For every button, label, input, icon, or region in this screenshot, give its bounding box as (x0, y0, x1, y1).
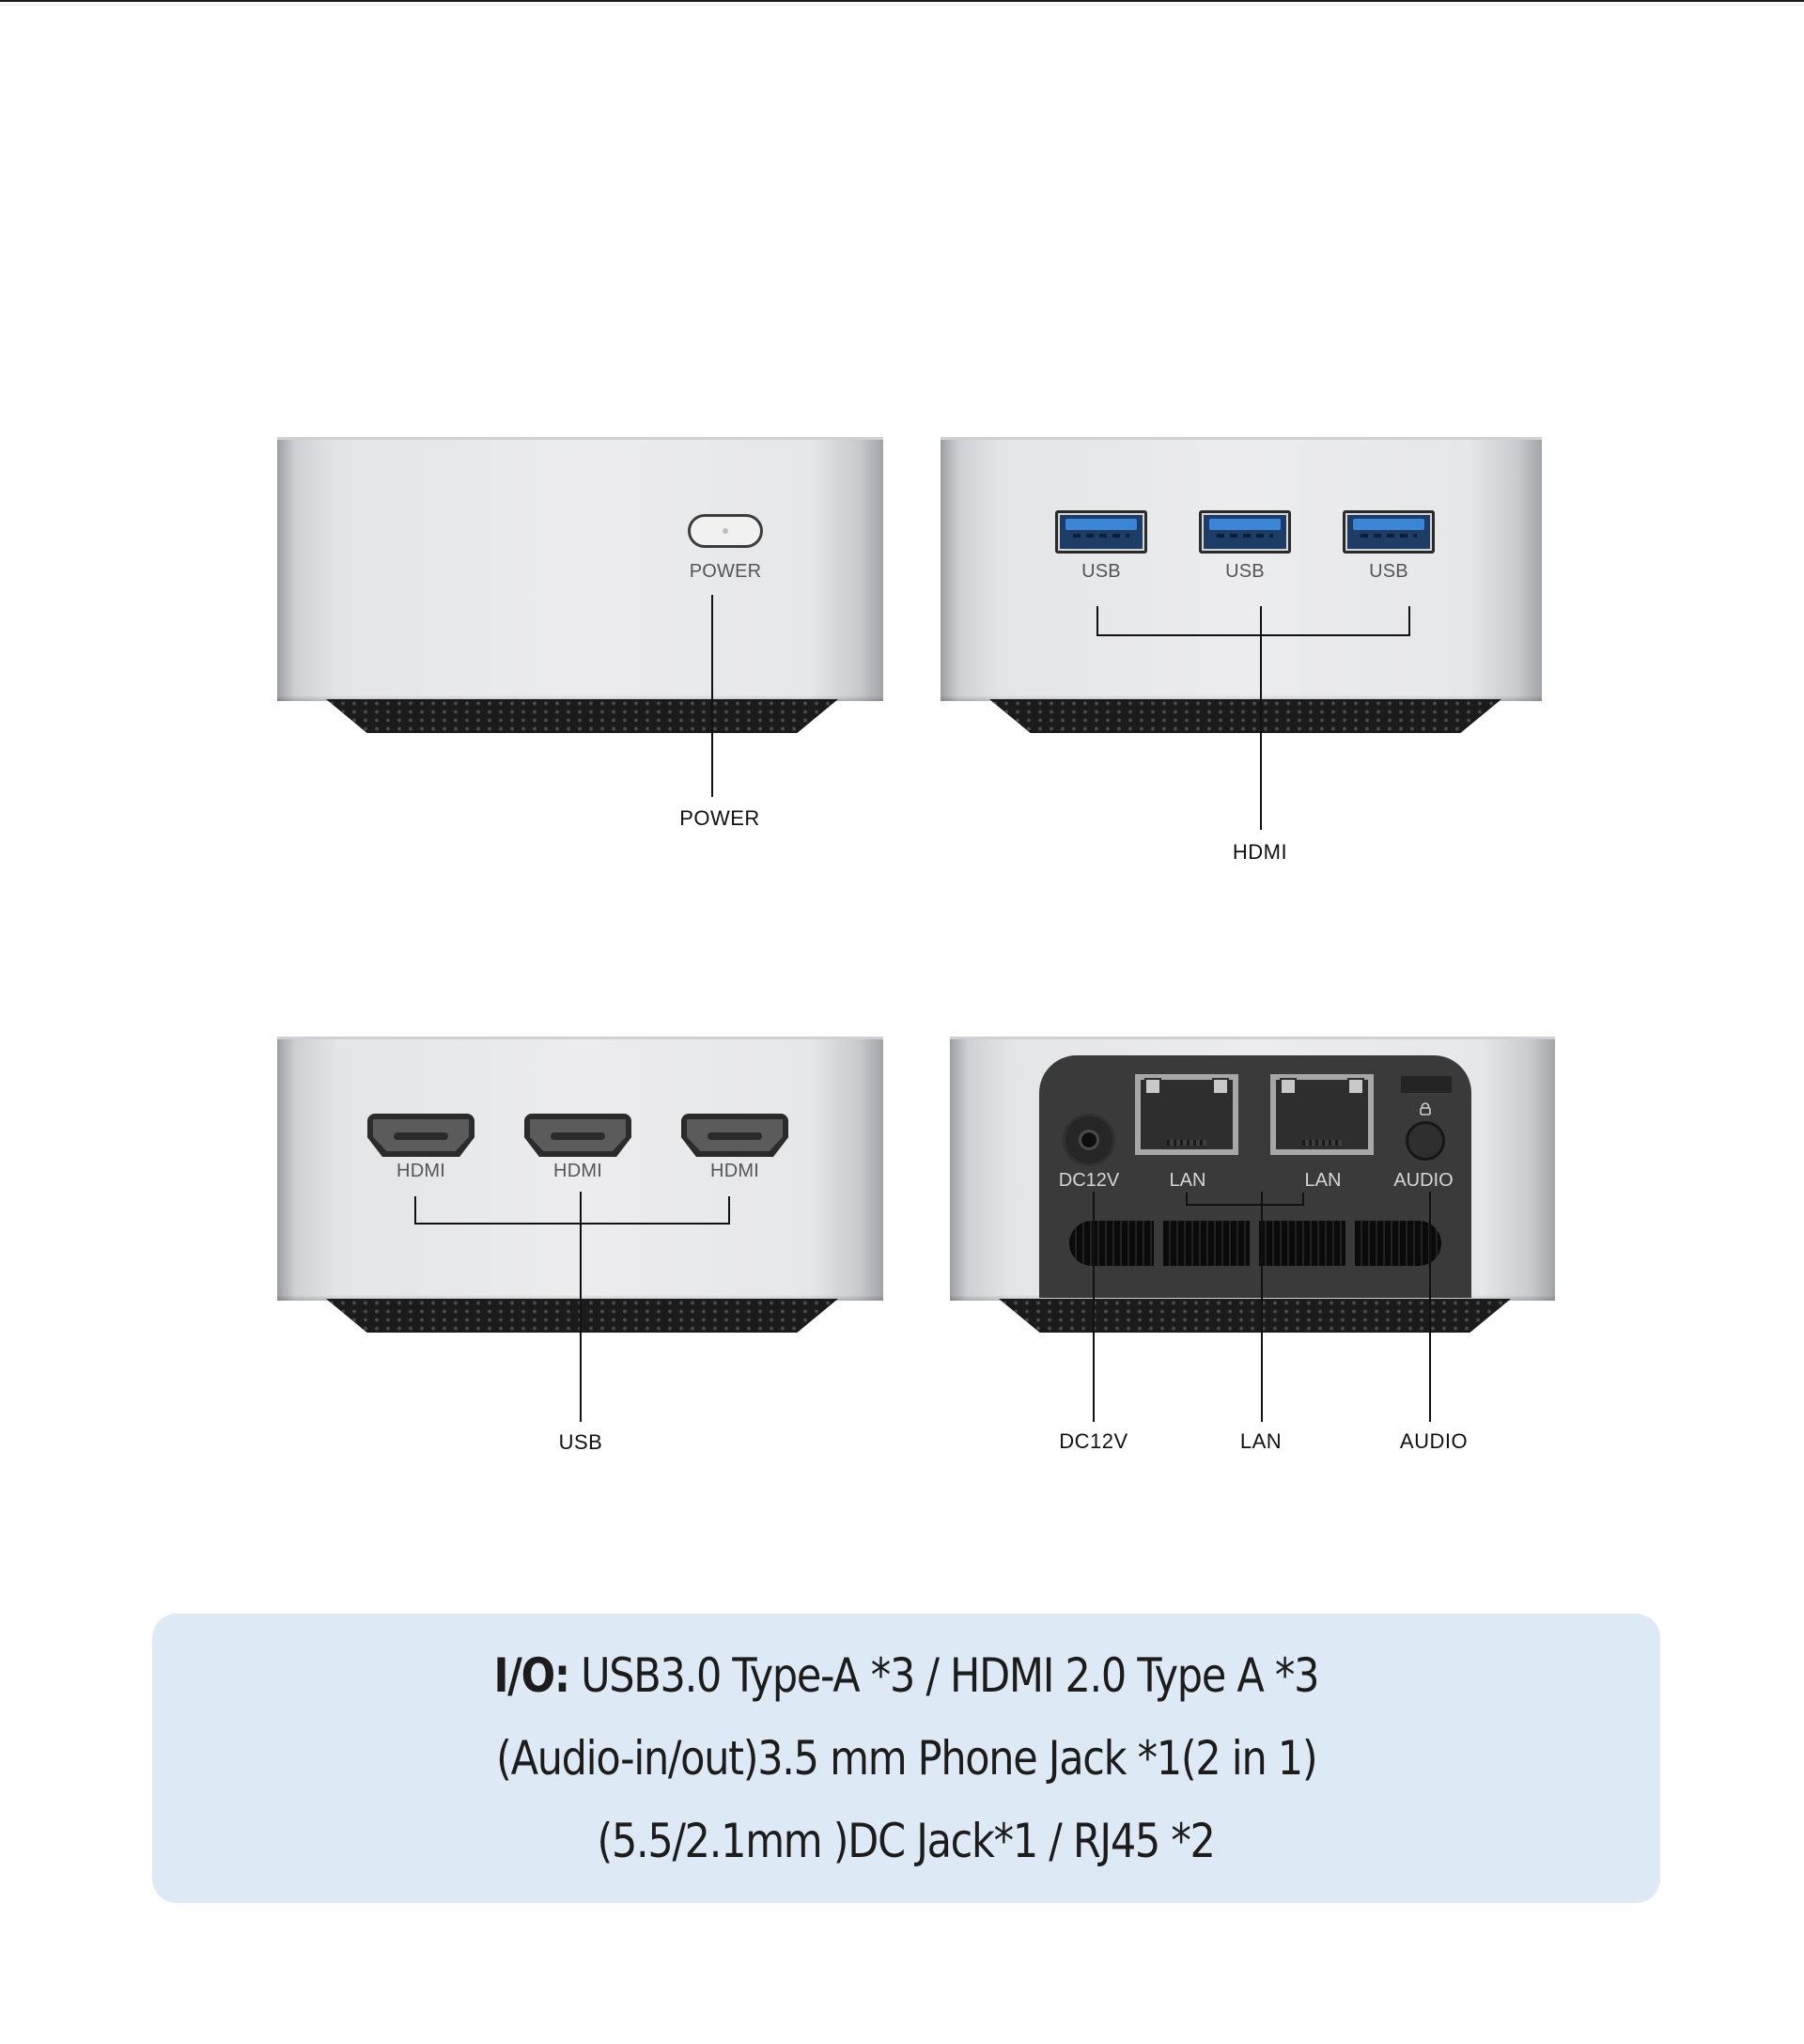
audio-callout-line (1429, 1192, 1431, 1422)
lock-icon (1420, 1102, 1431, 1116)
lan-port-label: LAN (1169, 1170, 1206, 1191)
device-shell (941, 437, 1542, 701)
usb-port-2 (1199, 510, 1291, 554)
power-port-label: POWER (689, 561, 762, 582)
audio-jack (1406, 1121, 1445, 1161)
usb-port-1 (1055, 510, 1147, 554)
label-slot (1401, 1076, 1452, 1093)
hdmi-port-label: HDMI (397, 1161, 445, 1181)
lan-port-label: LAN (1304, 1170, 1342, 1191)
dc12v-callout-label: DC12V (1059, 1429, 1128, 1453)
spec-line-3: (5.5/2.1mm )DC Jack*1 / RJ45 *2 (597, 1814, 1216, 1868)
lan-bracket (1186, 1193, 1304, 1206)
vent-slot (1259, 1221, 1345, 1266)
io-spec-panel: I/O: USB3.0 Type-A *3 / HDMI 2.0 Type A … (152, 1614, 1660, 1903)
hdmi-port-2 (524, 1114, 631, 1157)
rear-io-panel: DC12V LAN LAN AUDIO (1039, 1055, 1471, 1298)
usb-port-3 (1343, 510, 1435, 554)
usb-callout-line (580, 1192, 582, 1422)
vent-slot (1163, 1221, 1250, 1266)
spec-label: I/O: (493, 1648, 571, 1703)
usb-port-label: USB (1081, 561, 1121, 582)
device-shell (277, 437, 883, 701)
spec-text: USB3.0 Type-A *3 / HDMI 2.0 Type A *3 (568, 1648, 1319, 1703)
usb-bracket (1096, 606, 1410, 636)
lan-port-1 (1135, 1074, 1238, 1155)
hdmi-port-label: HDMI (710, 1161, 759, 1181)
speaker-grille (989, 699, 1501, 733)
vent-slot (1355, 1221, 1441, 1266)
hdmi-callout-label: HDMI (1232, 840, 1288, 864)
device-rear-view: DC12V LAN LAN AUDIO (950, 1037, 1555, 1333)
spec-line-1: I/O: USB3.0 Type-A *3 / HDMI 2.0 Type A … (493, 1634, 1320, 1717)
usb-port-label: USB (1369, 561, 1408, 582)
hdmi-bracket (414, 1196, 730, 1225)
speaker-grille (999, 1299, 1511, 1333)
audio-port-label: AUDIO (1393, 1170, 1454, 1191)
lan-port-2 (1270, 1074, 1374, 1155)
power-button[interactable] (688, 514, 763, 548)
hdmi-port-1 (367, 1114, 474, 1157)
lan-callout-line (1261, 1192, 1263, 1422)
dc12v-callout-line (1093, 1192, 1095, 1422)
hdmi-port-3 (681, 1114, 788, 1157)
power-callout-label: POWER (679, 806, 760, 830)
hdmi-callout-line (1260, 606, 1262, 830)
hdmi-port-label: HDMI (553, 1161, 602, 1181)
top-border-shadow (0, 4, 1804, 6)
usb-port-label: USB (1225, 561, 1265, 582)
audio-callout-label: AUDIO (1399, 1429, 1469, 1453)
dc-jack (1065, 1116, 1112, 1163)
device-usb-side-view: USB USB USB (941, 437, 1542, 733)
top-border (0, 0, 1804, 2)
spec-line-2: (Audio-in/out)3.5 mm Phone Jack *1(2 in … (495, 1731, 1318, 1786)
dc12v-port-label: DC12V (1058, 1170, 1120, 1191)
device-front-view: POWER (277, 437, 883, 733)
speaker-grille (326, 699, 838, 733)
lan-callout-label: LAN (1239, 1429, 1283, 1453)
usb-callout-label: USB (558, 1430, 603, 1454)
speaker-grille (326, 1299, 838, 1333)
vent-slot (1069, 1221, 1154, 1266)
power-callout-line (711, 595, 713, 797)
